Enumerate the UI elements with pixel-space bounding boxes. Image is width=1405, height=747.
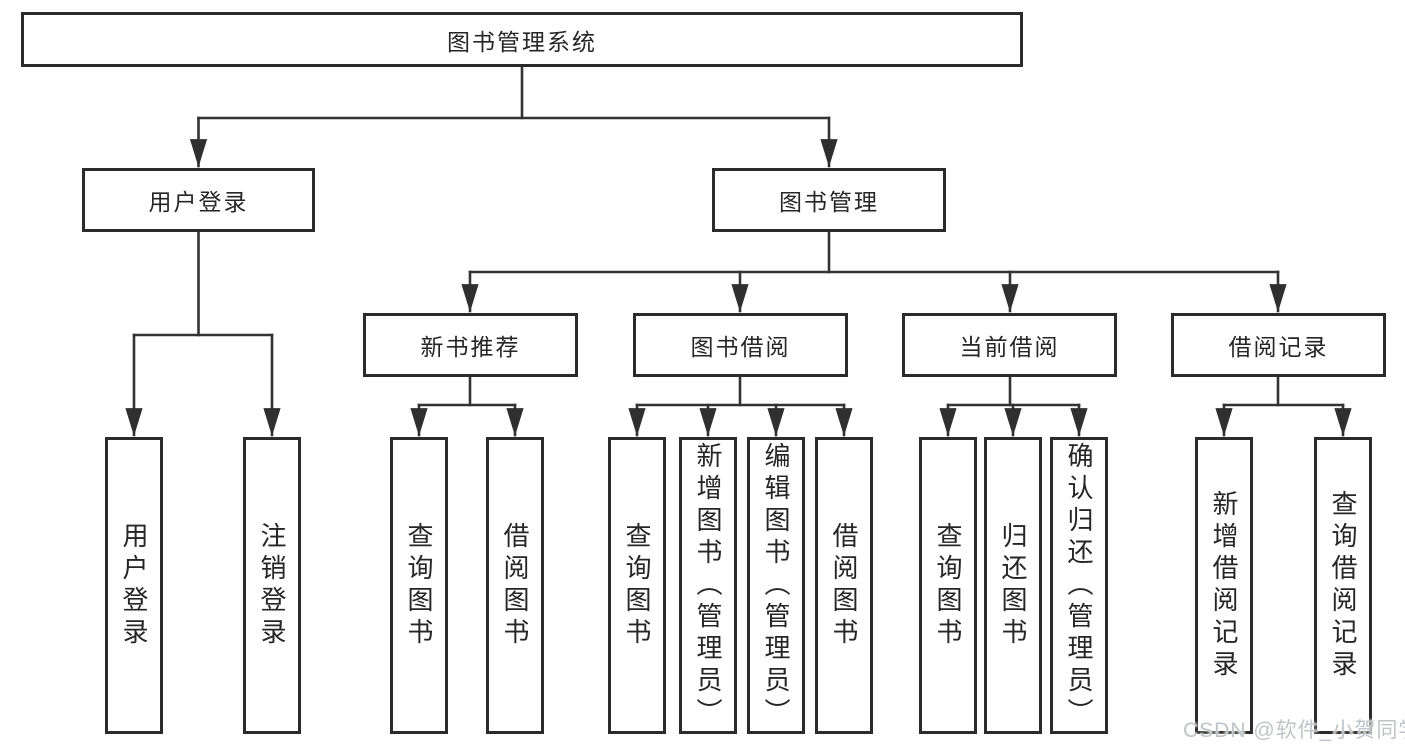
leaf-borrow-edit-books-admin-label: 编辑图书（管理员） [761,441,791,730]
leaf-user-login: 用户登录 [105,437,163,734]
leaf-record-add-borrow-record-label: 新增借阅记录 [1209,489,1239,682]
node-borrow-record: 借阅记录 [1171,313,1386,377]
node-user-login: 用户登录 [82,168,315,232]
node-current-borrow: 当前借阅 [902,313,1117,377]
leaf-newrec-query-books-label: 查询图书 [404,521,434,650]
leaf-current-confirm-return-admin: 确认归还（管理员） [1050,437,1108,734]
csdn-watermark: CSDN @软件_小贺同学 [1183,719,1405,742]
leaf-newrec-query-books: 查询图书 [390,437,448,734]
node-book-borrow-label: 图书借阅 [690,334,791,360]
leaf-current-query-books-label: 查询图书 [933,521,963,650]
leaf-newrec-borrow-books-label: 借阅图书 [500,521,530,650]
leaf-borrow-add-books-admin: 新增图书（管理员） [679,437,737,734]
leaf-borrow-borrow-books-label: 借阅图书 [829,521,859,650]
leaf-logout: 注销登录 [243,437,301,734]
leaf-current-query-books: 查询图书 [919,437,977,734]
leaf-record-query-borrow-record: 查询借阅记录 [1314,437,1372,734]
leaf-borrow-edit-books-admin: 编辑图书（管理员） [747,437,805,734]
node-user-login-label: 用户登录 [148,189,249,215]
leaf-logout-label: 注销登录 [257,521,287,650]
leaf-borrow-query-books-label: 查询图书 [622,521,652,650]
leaf-current-return-books: 归还图书 [984,437,1042,734]
node-root: 图书管理系统 [21,12,1023,67]
leaf-user-login-label: 用户登录 [119,521,149,650]
node-new-book-recommend-label: 新书推荐 [420,334,521,360]
leaf-borrow-borrow-books: 借阅图书 [815,437,873,734]
node-new-book-recommend: 新书推荐 [363,313,578,377]
leaf-borrow-add-books-admin-label: 新增图书（管理员） [693,441,723,730]
node-current-borrow-label: 当前借阅 [959,334,1060,360]
leaf-current-return-books-label: 归还图书 [998,521,1028,650]
leaf-record-add-borrow-record: 新增借阅记录 [1195,437,1253,734]
leaf-record-query-borrow-record-label: 查询借阅记录 [1328,489,1358,682]
node-book-borrow: 图书借阅 [633,313,848,377]
node-book-management: 图书管理 [712,168,946,232]
node-root-label: 图书管理系统 [447,28,597,55]
node-borrow-record-label: 借阅记录 [1228,334,1329,360]
node-book-management-label: 图书管理 [779,189,879,215]
leaf-current-confirm-return-admin-label: 确认归还（管理员） [1064,441,1094,730]
leaf-borrow-query-books: 查询图书 [608,437,666,734]
leaf-newrec-borrow-books: 借阅图书 [486,437,544,734]
